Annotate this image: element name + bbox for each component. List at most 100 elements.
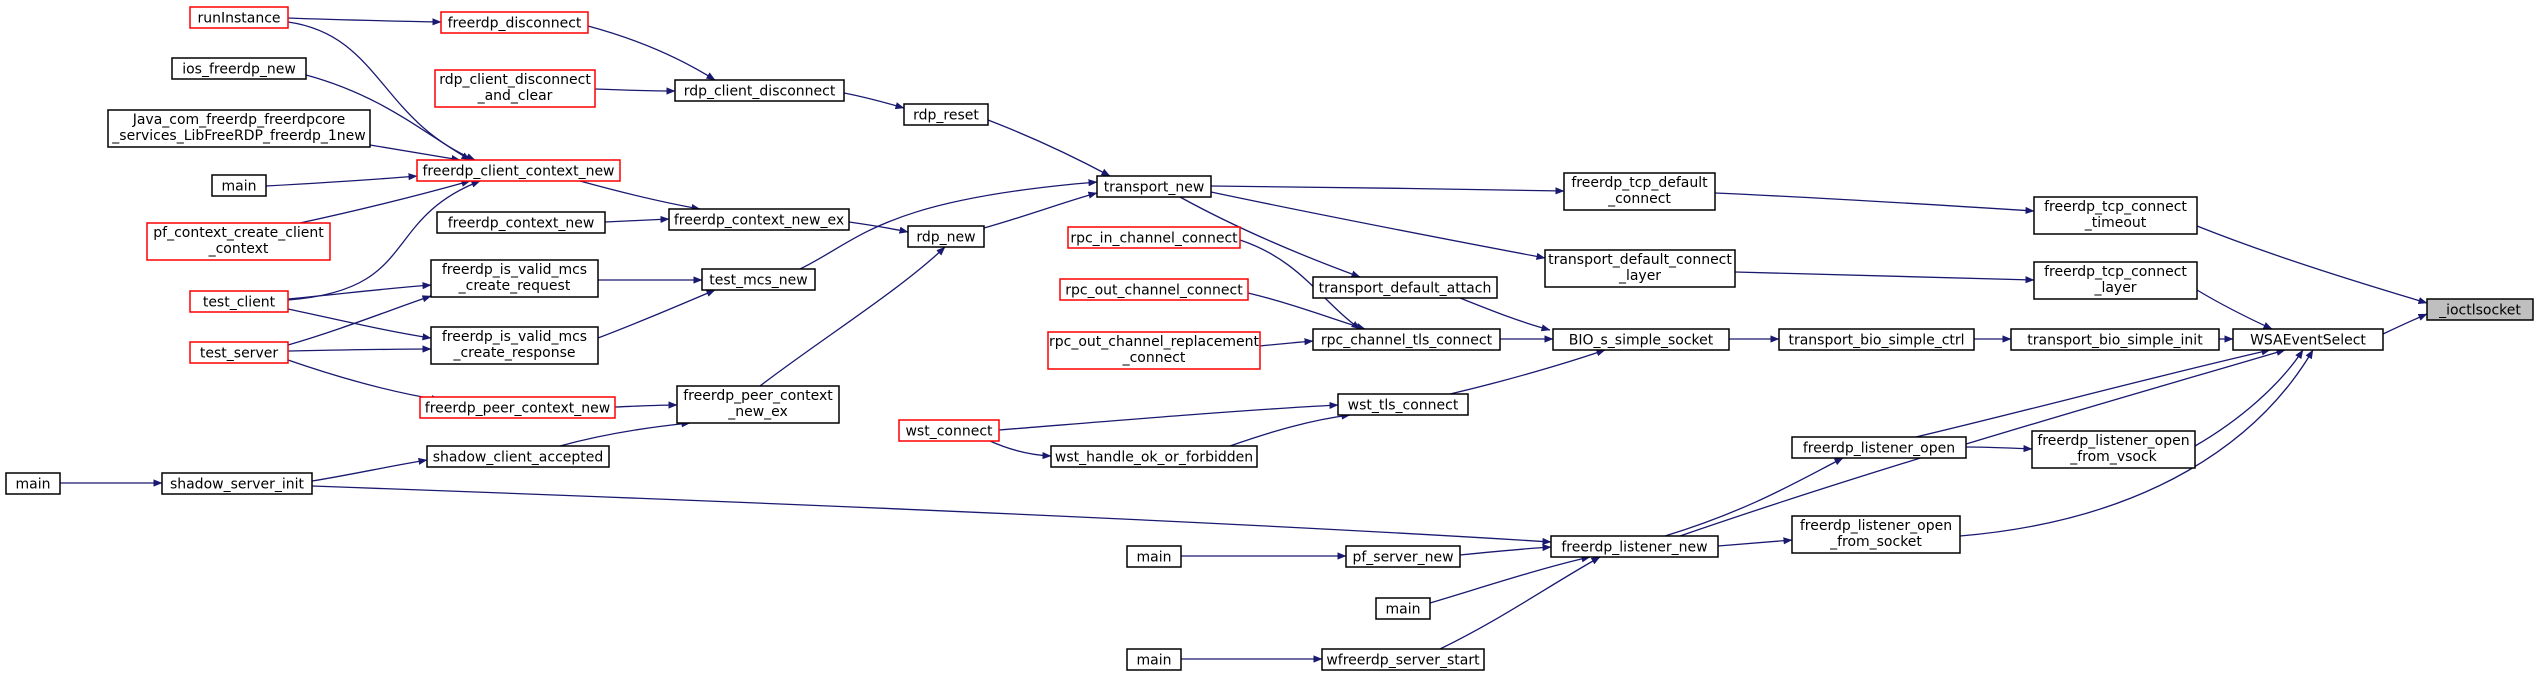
node-label: freerdp_is_valid_mcs bbox=[442, 262, 587, 278]
edge-transport_new-to-transport_default_connect_layer bbox=[1210, 191, 1546, 260]
node-rdp-client-disconnect-and-clear[interactable]: rdp_client_disconnect_and_clear bbox=[434, 69, 596, 108]
node-is-valid-mcs-create-request[interactable]: freerdp_is_valid_mcs_create_request bbox=[430, 259, 599, 298]
node-freerdp-listener-new[interactable]: freerdp_listener_new bbox=[1550, 535, 1719, 558]
node-box bbox=[1126, 545, 1182, 568]
node-freerdp-peer-context-new[interactable]: freerdp_peer_context_new bbox=[419, 396, 616, 419]
node-label: _layer bbox=[1618, 268, 1661, 284]
edge-listener_open-to-listener_open_vsock bbox=[1965, 445, 2033, 453]
node-java-freerdp-new[interactable]: Java_com_freerdp_freerdpcore_services_Li… bbox=[107, 109, 371, 148]
node-rdp-reset[interactable]: rdp_reset bbox=[903, 103, 989, 126]
edge-main_mid-to-freerdp_listener_new bbox=[1429, 555, 1591, 604]
node-label: _new_ex bbox=[727, 404, 788, 420]
node-label: freerdp_listener_open bbox=[2037, 433, 2189, 449]
node-label: main bbox=[222, 179, 257, 195]
node-box bbox=[434, 69, 596, 108]
node-ioctlsocket[interactable]: _ioctlsocket bbox=[2426, 298, 2534, 321]
node-label: main bbox=[16, 477, 51, 493]
node-wst-connect[interactable]: wst_connect bbox=[898, 419, 1000, 442]
node-label: rpc_channel_tls_connect bbox=[1321, 333, 1493, 349]
node-transport-default-attach[interactable]: transport_default_attach bbox=[1312, 276, 1498, 299]
edge-ios_freerdp_new-to-freerdp_client_context_new bbox=[305, 74, 471, 161]
node-test-mcs-new[interactable]: test_mcs_new bbox=[701, 268, 816, 291]
node-box bbox=[1778, 328, 1975, 351]
node-is-valid-mcs-create-response[interactable]: freerdp_is_valid_mcs_create_response bbox=[430, 326, 599, 365]
edge-runinstance-to-freerdp_disconnect bbox=[287, 17, 442, 26]
node-shadow-server-init[interactable]: shadow_server_init bbox=[161, 472, 313, 495]
node-rpc-out-channel-replacement-connect[interactable]: rpc_out_channel_replacement_connect bbox=[1047, 331, 1261, 370]
node-box bbox=[440, 11, 589, 34]
node-box bbox=[907, 225, 985, 248]
edge-transport_default_attach-to-bio_s_simple_socket bbox=[1459, 297, 1551, 332]
node-rpc-out-channel-connect[interactable]: rpc_out_channel_connect bbox=[1059, 278, 1249, 301]
edge-rdp_new-to-transport_new bbox=[983, 191, 1098, 229]
node-box bbox=[2010, 328, 2220, 351]
node-wst-handle-ok-or-forbidden[interactable]: wst_handle_ok_or_forbidden bbox=[1050, 445, 1258, 468]
node-listener-open-socket[interactable]: freerdp_listener_open_from_socket bbox=[1791, 515, 1961, 554]
edge-wst_connect-to-wst_tls_connect bbox=[998, 401, 1339, 431]
edge-wst_connect-to-wst_handle_ok_or_forbidden bbox=[989, 440, 1052, 460]
node-rdp-client-disconnect[interactable]: rdp_client_disconnect bbox=[674, 79, 845, 102]
node-wst-tls-connect[interactable]: wst_tls_connect bbox=[1337, 393, 1469, 416]
edge-tcp_default_connect-to-tcp_connect_timeout bbox=[1714, 192, 2035, 215]
node-transport-default-connect-layer[interactable]: transport_default_connect_layer bbox=[1544, 249, 1736, 288]
node-box bbox=[898, 419, 1000, 442]
node-box bbox=[189, 290, 289, 313]
node-transport-new[interactable]: transport_new bbox=[1096, 175, 1212, 198]
node-rpc-channel-tls-connect[interactable]: rpc_channel_tls_connect bbox=[1312, 328, 1501, 351]
node-label: transport_default_attach bbox=[1319, 281, 1492, 297]
node-listener-open[interactable]: freerdp_listener_open bbox=[1791, 436, 1967, 459]
node-freerdp-peer-context-new-ex[interactable]: freerdp_peer_context_new_ex bbox=[676, 385, 840, 424]
node-label: shadow_client_accepted bbox=[433, 450, 604, 466]
node-tcp-connect-layer[interactable]: freerdp_tcp_connect_layer bbox=[2033, 261, 2198, 300]
edge-listener_open-to-wsaeventselect bbox=[1915, 348, 2271, 438]
node-box bbox=[2033, 196, 2198, 235]
node-main-mid[interactable]: main bbox=[1375, 597, 1431, 620]
node-label: test_client bbox=[203, 295, 276, 311]
node-test-server[interactable]: test_server bbox=[189, 341, 289, 364]
node-box bbox=[426, 445, 610, 468]
node-box bbox=[2426, 298, 2534, 321]
node-freerdp-context-new[interactable]: freerdp_context_new bbox=[436, 211, 606, 234]
node-main-far[interactable]: main bbox=[5, 472, 61, 495]
node-label: BIO_s_simple_socket bbox=[1569, 333, 1714, 349]
node-main-left[interactable]: main bbox=[211, 174, 267, 197]
node-tcp-connect-timeout[interactable]: freerdp_tcp_connect_timeout bbox=[2033, 196, 2198, 235]
node-main-wf[interactable]: main bbox=[1126, 648, 1182, 671]
edge-freerdp_peer_context_new-to-freerdp_peer_context_new_ex bbox=[614, 401, 678, 409]
node-box bbox=[189, 341, 289, 364]
node-transport-bio-simple-init[interactable]: transport_bio_simple_init bbox=[2010, 328, 2220, 351]
node-label: main bbox=[1137, 550, 1172, 566]
node-wsaeventselect[interactable]: WSAEventSelect bbox=[2232, 328, 2384, 351]
edge-java_freerdp_new-to-freerdp_client_context_new bbox=[369, 144, 461, 163]
node-runinstance[interactable]: runInstance bbox=[189, 6, 289, 29]
node-freerdp-client-context-new[interactable]: freerdp_client_context_new bbox=[416, 159, 621, 182]
node-freerdp-disconnect[interactable]: freerdp_disconnect bbox=[440, 11, 589, 34]
node-label: freerdp_listener_new bbox=[1561, 540, 1707, 556]
node-pf-server-new[interactable]: pf_server_new bbox=[1345, 545, 1461, 568]
node-rdp-new[interactable]: rdp_new bbox=[907, 225, 985, 248]
node-transport-bio-simple-ctrl[interactable]: transport_bio_simple_ctrl bbox=[1778, 328, 1975, 351]
node-label: rdp_client_disconnect bbox=[439, 72, 591, 88]
node-box bbox=[674, 79, 845, 102]
edge-test_server-to-is_valid_mcs_create_request bbox=[287, 295, 432, 346]
node-label: Java_com_freerdp_freerdpcore bbox=[132, 112, 346, 128]
node-ios-freerdp-new[interactable]: ios_freerdp_new bbox=[171, 57, 307, 80]
node-tcp-default-connect[interactable]: freerdp_tcp_default_connect bbox=[1563, 172, 1716, 211]
node-box bbox=[1791, 515, 1961, 554]
node-box bbox=[1791, 436, 1967, 459]
node-main-pf[interactable]: main bbox=[1126, 545, 1182, 568]
node-label: test_server bbox=[200, 346, 278, 362]
node-wfreerdp-server-start[interactable]: wfreerdp_server_start bbox=[1321, 648, 1485, 671]
node-rpc-in-channel-connect[interactable]: rpc_in_channel_connect bbox=[1067, 226, 1241, 249]
node-shadow-client-accepted[interactable]: shadow_client_accepted bbox=[426, 445, 610, 468]
node-bio-s-simple-socket[interactable]: BIO_s_simple_socket bbox=[1552, 328, 1730, 351]
node-freerdp-context-new-ex[interactable]: freerdp_context_new_ex bbox=[668, 208, 850, 231]
edge-wst_handle_ok_or_forbidden-to-wst_tls_connect bbox=[1229, 412, 1351, 447]
node-box bbox=[1321, 648, 1485, 671]
node-box bbox=[1312, 328, 1501, 351]
node-listener-open-vsock[interactable]: freerdp_listener_open_from_vsock bbox=[2031, 430, 2196, 469]
node-test-client[interactable]: test_client bbox=[189, 290, 289, 313]
edge-transport_default_connect_layer-to-tcp_connect_layer bbox=[1734, 271, 2035, 284]
node-pf-context-create-client-context[interactable]: pf_context_create_client_context bbox=[146, 222, 331, 261]
